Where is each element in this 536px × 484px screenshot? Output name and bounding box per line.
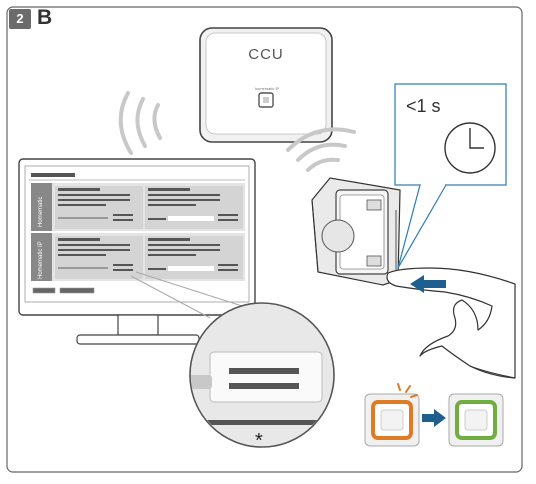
press-arrow-icon — [410, 275, 446, 293]
radio-waves-ccu-icon — [118, 91, 162, 155]
ccu-brand-label: homematic IP — [254, 86, 280, 91]
blink-rays-icon — [397, 383, 418, 398]
zoom-magnifier — [189, 302, 335, 448]
monitor — [18, 158, 256, 345]
footnote-asterisk: * — [255, 430, 263, 452]
outer-frame — [6, 6, 523, 473]
ccu-device — [199, 27, 333, 143]
homematic-device — [311, 177, 401, 286]
panel-label-homematic-ip: Homematic IP — [38, 241, 44, 279]
transition-arrow-icon — [422, 409, 446, 427]
led-status-indicator — [364, 383, 504, 447]
ccu-label: CCU — [248, 46, 284, 63]
panel-label-homematic: Homematic — [38, 196, 44, 227]
hand — [386, 267, 516, 379]
timer-callout — [394, 83, 507, 269]
step-letter: B — [37, 6, 53, 29]
timer-label: <1 s — [406, 96, 441, 116]
step-number-badge: 2 — [9, 9, 31, 29]
radio-waves-device-icon — [286, 127, 356, 172]
